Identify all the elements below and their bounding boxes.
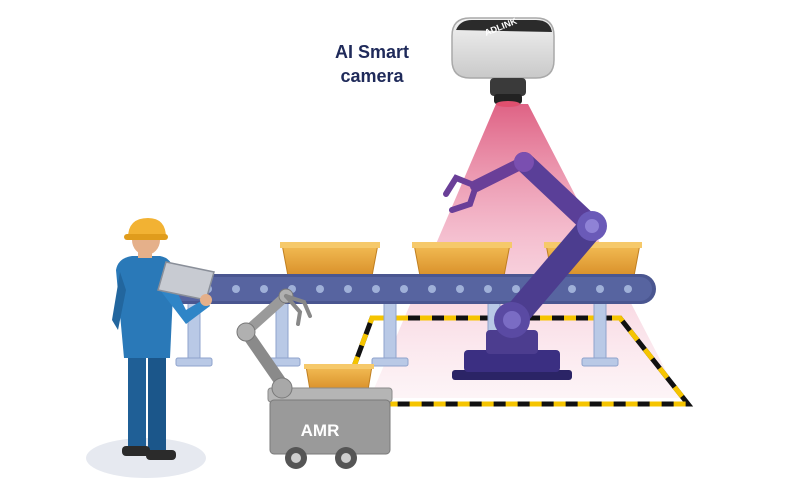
- conveyor-icon: [162, 274, 656, 304]
- worker-icon: [86, 218, 215, 478]
- camera-icon: [451, 17, 555, 107]
- camera-label-line2: camera: [340, 66, 404, 86]
- camera-label-line1: AI Smart: [335, 42, 409, 62]
- amr-label: AMR: [301, 421, 340, 440]
- robot-arm-icon: [443, 152, 607, 380]
- amr-icon: [236, 288, 393, 469]
